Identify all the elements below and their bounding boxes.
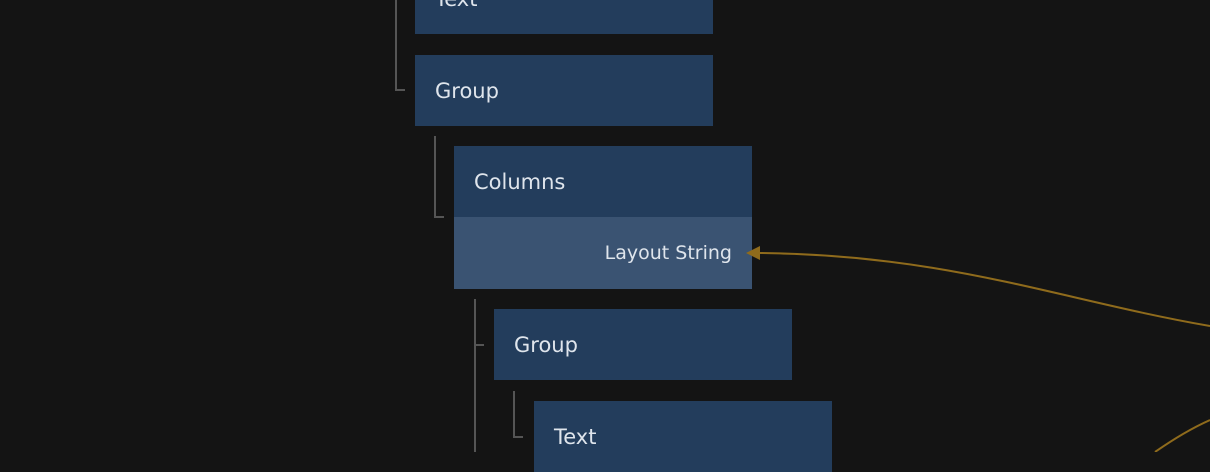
tree-line: [513, 391, 515, 438]
connection-wire[interactable]: [1154, 419, 1210, 452]
node-columns[interactable]: Columns Layout String: [454, 146, 752, 289]
layout-string-input-port[interactable]: Layout String: [454, 217, 752, 289]
node-title: Text: [554, 424, 597, 449]
node-title: Group: [514, 332, 578, 357]
tree-line: [474, 299, 476, 452]
node-title: Text: [415, 0, 713, 34]
node-title: Columns: [474, 169, 566, 194]
node-group[interactable]: Group: [494, 309, 792, 380]
node-title: Group: [435, 78, 499, 103]
tree-line: [434, 136, 436, 218]
tree-line: [513, 436, 523, 438]
tree-line: [395, 89, 405, 91]
connections: [746, 246, 1210, 452]
node-group[interactable]: Group: [415, 55, 713, 126]
tree-line: [474, 344, 484, 346]
connection-wire[interactable]: [759, 252, 1210, 327]
arrow-head-icon: [746, 246, 760, 260]
tree-line: [434, 216, 444, 218]
node-text[interactable]: Text: [415, 0, 713, 34]
tree-line: [395, 0, 397, 91]
